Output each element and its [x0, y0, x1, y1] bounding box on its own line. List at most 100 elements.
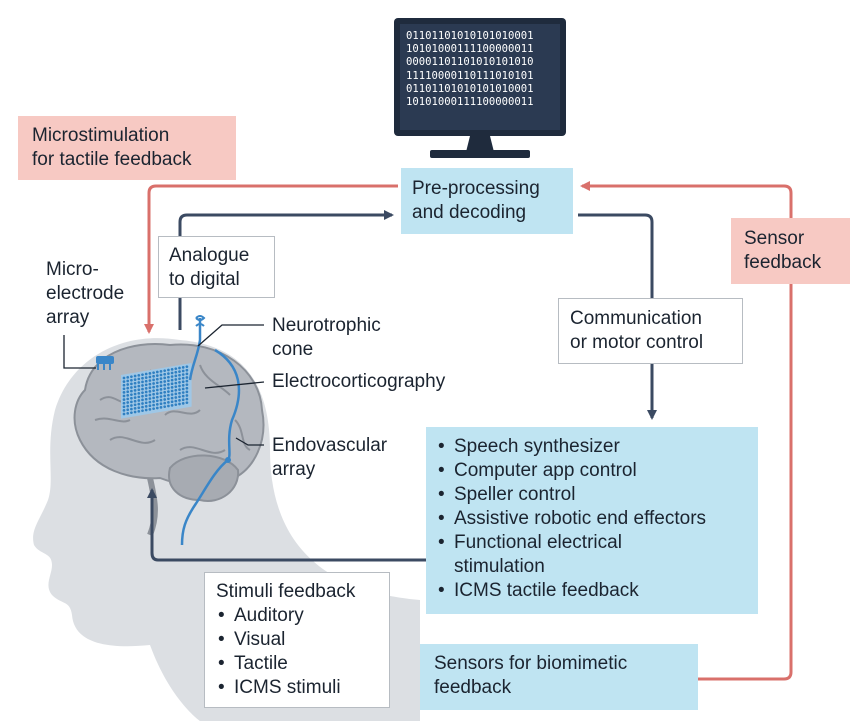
- microstimulation-box: Microstimulation for tactile feedback: [18, 116, 236, 180]
- ecog-electrode: [133, 407, 137, 410]
- communication-motor-control-box: Communication or motor control: [558, 298, 743, 364]
- ecog-electrode: [167, 386, 170, 390]
- ecog-electrode: [137, 381, 141, 384]
- ecog-electrode: [163, 387, 167, 391]
- ecog-electrode: [170, 393, 174, 396]
- leader-lines: [63, 324, 265, 446]
- ecog-electrode: [185, 401, 189, 405]
- ecog-electrode: [137, 402, 141, 406]
- ecog-electrode: [144, 372, 148, 376]
- ecog-electrode: [130, 386, 133, 389]
- ecog-electrode: [130, 396, 133, 400]
- ecog-electrode: [181, 394, 185, 398]
- ecog-electrode: [144, 397, 148, 401]
- ecog-electrode: [133, 378, 137, 381]
- ecog-electrode: [185, 379, 189, 383]
- ecog-electrode: [181, 387, 185, 391]
- ecog-electrode: [185, 376, 189, 379]
- ecog-electrode: [181, 365, 185, 369]
- ecog-electrode: [174, 381, 178, 385]
- ecog-electrode: [185, 390, 189, 394]
- arrow-decoder-to-brain: [144, 184, 398, 334]
- ecog-electrode: [163, 376, 167, 380]
- ecog-electrode: [181, 380, 185, 384]
- ecog-electrode: [163, 383, 167, 387]
- ecog-electrode: [152, 371, 155, 375]
- ecog-electrode: [126, 393, 130, 397]
- ecog-electrode: [185, 368, 189, 372]
- ecog-electrode: [155, 370, 159, 374]
- ecog-electrode: [130, 404, 133, 407]
- ecog-electrode: [167, 383, 170, 386]
- ecog-electrode: [133, 396, 137, 399]
- ecog-electrode: [133, 399, 137, 403]
- ecog-electrode: [181, 398, 185, 402]
- ecog-electrode: [122, 394, 126, 398]
- ecog-electrode: [155, 381, 159, 385]
- ecog-electrode: [170, 378, 174, 382]
- ecog-electrode: [163, 380, 167, 383]
- ecog-electrode: [178, 402, 181, 406]
- ecog-electrode: [130, 411, 133, 415]
- ecog-electrode: [155, 388, 159, 392]
- ecog-electrode: [148, 404, 152, 408]
- ecog-electrode: [167, 393, 170, 397]
- arrow-brain-to-decoder: [178, 210, 394, 330]
- ecog-electrode: [148, 393, 152, 397]
- arrow-sensors-to-decoder: [580, 181, 793, 681]
- ecog-electrode: [174, 374, 178, 378]
- output-item: Speller control: [436, 483, 748, 507]
- ecog-electrode: [122, 387, 126, 391]
- ecog-electrode: [185, 394, 189, 397]
- sensors-biomimetic-box: Sensors for biomimetic feedback: [420, 644, 698, 710]
- ecog-electrode: [133, 389, 137, 392]
- ecog-electrode: [126, 375, 130, 379]
- ecog-electrode: [170, 375, 174, 378]
- ecog-electrode: [178, 399, 181, 402]
- ecog-electrode: [152, 407, 155, 411]
- ecog-electrode: [152, 382, 155, 385]
- ecog-electrode: [152, 400, 155, 403]
- ecog-electrode: [167, 390, 170, 393]
- ecog-electrode: [159, 391, 163, 395]
- ecog-electrode: [174, 367, 178, 371]
- ecog-electrode: [167, 372, 170, 375]
- ecog-electrode: [141, 409, 144, 413]
- ecog-electrode: [159, 405, 163, 409]
- ecog-electrode: [137, 388, 141, 392]
- ecog-electrode: [141, 387, 144, 391]
- ecog-electrode: [144, 408, 148, 412]
- ecog-electrode: [170, 389, 174, 393]
- output-item: Assistive robotic end effectors: [436, 507, 748, 531]
- ecog-electrode: [148, 400, 152, 404]
- ecog-electrode: [144, 387, 148, 390]
- ecog-electrode: [155, 406, 159, 410]
- ecog-electrode: [167, 379, 170, 383]
- ecog-electrode: [185, 386, 189, 390]
- ecog-electrode: [159, 384, 163, 388]
- binary-line: 10101000111100000011: [406, 96, 534, 109]
- binary-line: 01101101010101010001: [406, 30, 534, 42]
- neurotrophic-cone-label: Neurotrophic cone: [272, 315, 381, 360]
- ecog-electrode: [170, 400, 174, 404]
- ecog-electrode: [141, 394, 144, 398]
- ecog-electrode: [152, 403, 155, 407]
- ecog-electrode: [126, 401, 130, 404]
- ecog-electrode: [133, 381, 137, 385]
- ecog-electrode: [181, 376, 185, 380]
- stimuli-feedback-box: Stimuli feedback Auditory Visual Tactile…: [204, 572, 390, 708]
- stimuli-item: Visual: [216, 628, 378, 652]
- ecog-electrode: [181, 401, 185, 405]
- ecog-electrode: [155, 403, 159, 406]
- outputs-list: Speech synthesizer Computer app control …: [436, 435, 748, 603]
- ecog-electrode: [159, 387, 163, 391]
- ecog-electrode: [159, 369, 163, 373]
- ecog-electrode: [141, 376, 144, 380]
- endovascular-array-label: Endovascular array: [272, 435, 388, 480]
- ecog-electrode: [167, 401, 170, 404]
- ecog-electrode: [144, 394, 148, 397]
- ecog-electrode: [133, 392, 137, 396]
- stimuli-item: ICMS stimuli: [216, 676, 378, 700]
- ecog-electrode: [141, 405, 144, 409]
- ecog-electrode: [155, 399, 159, 403]
